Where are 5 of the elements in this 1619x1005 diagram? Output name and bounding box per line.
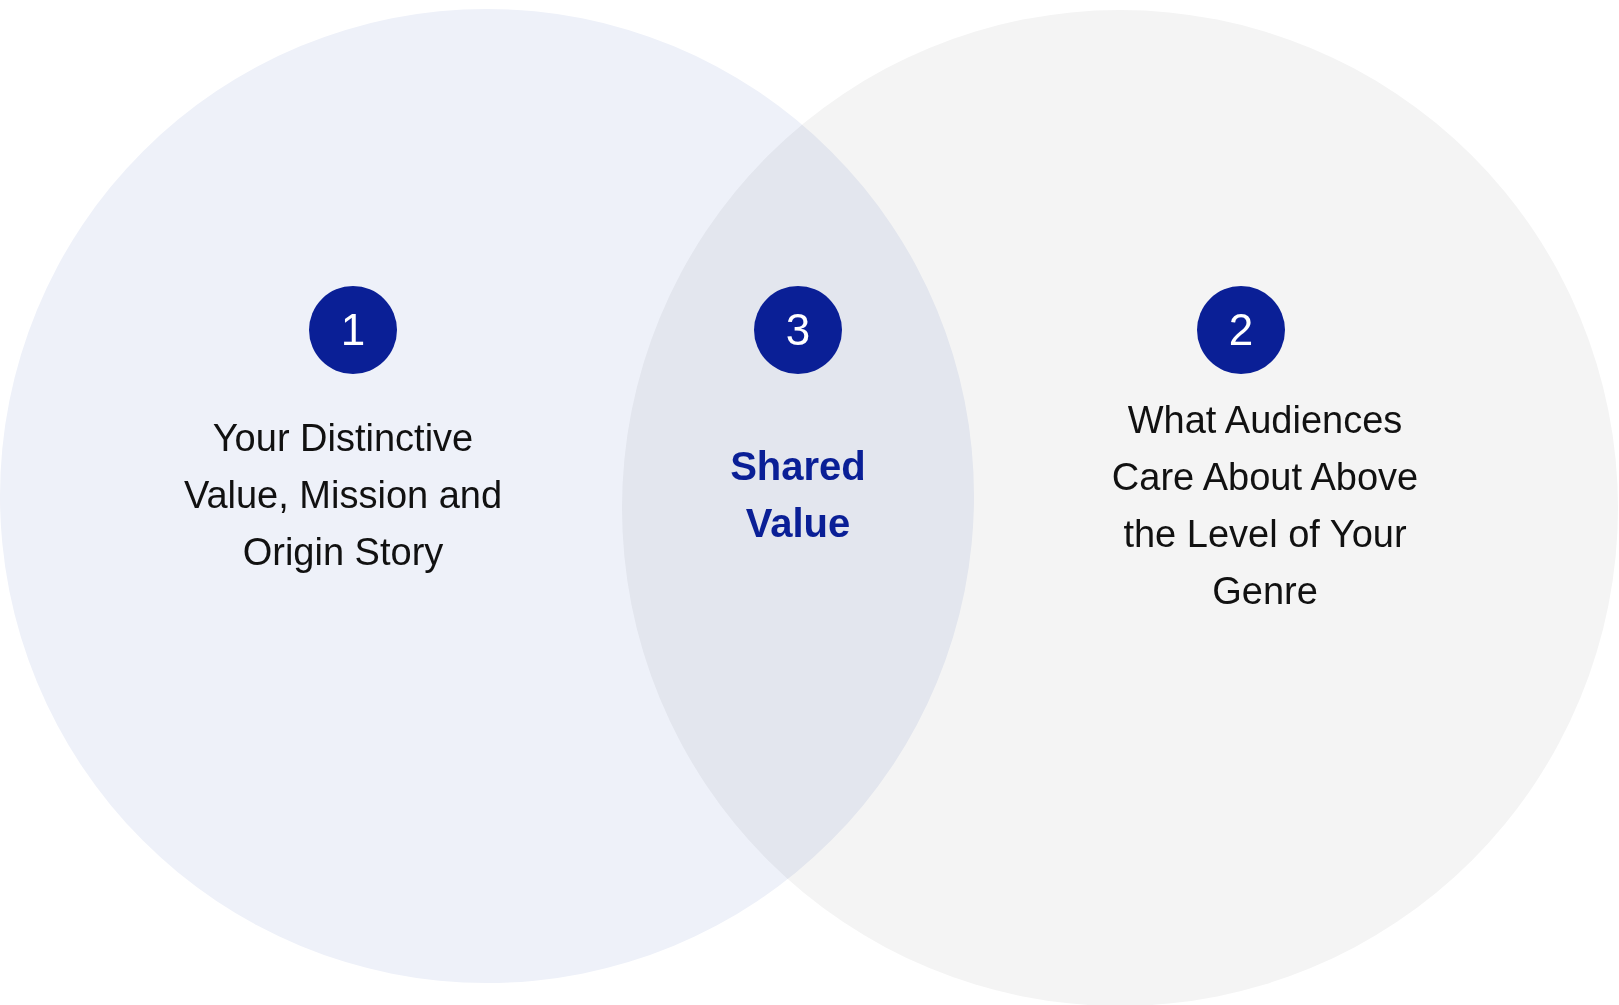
number-badge: 1 [309, 286, 397, 374]
overlap-label: Shared Value [729, 443, 867, 547]
circle-caption: Your Distinctive Value, Mission and Origin Story [182, 416, 504, 575]
number-badge: 2 [1197, 286, 1285, 374]
circle-caption: What Audiences Care About Above the Level of Your Genre [1110, 398, 1420, 614]
